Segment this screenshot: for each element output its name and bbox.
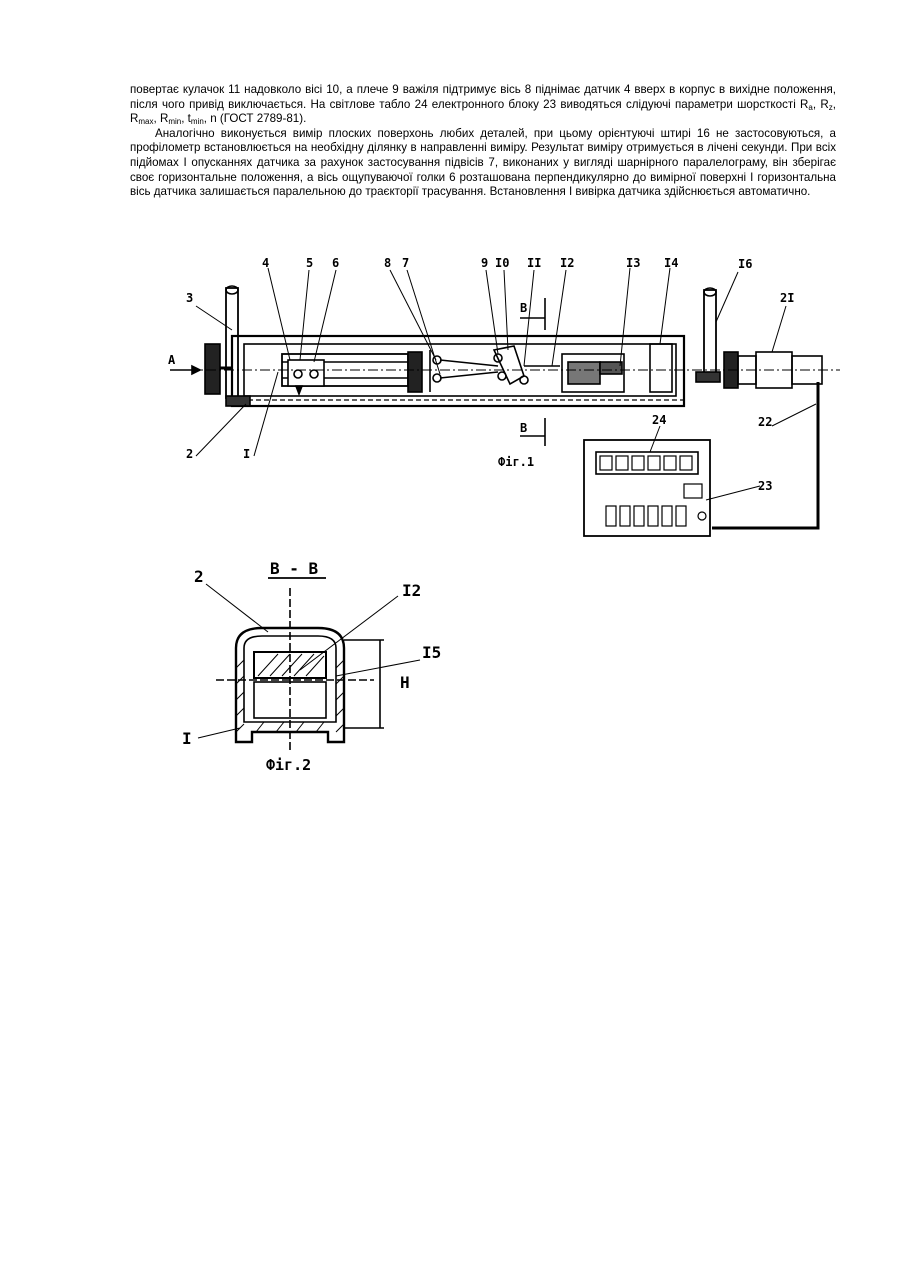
fig2-label-H: H	[400, 673, 410, 692]
fig2-section-label: B - B	[270, 559, 319, 578]
fig2-label-12: I2	[402, 581, 421, 600]
fig2-label-15: I5	[422, 643, 441, 662]
figure-2-caption: Фіг.2	[266, 756, 311, 774]
fig2-label-1: I	[182, 729, 192, 748]
fig2-label-2: 2	[194, 567, 204, 586]
